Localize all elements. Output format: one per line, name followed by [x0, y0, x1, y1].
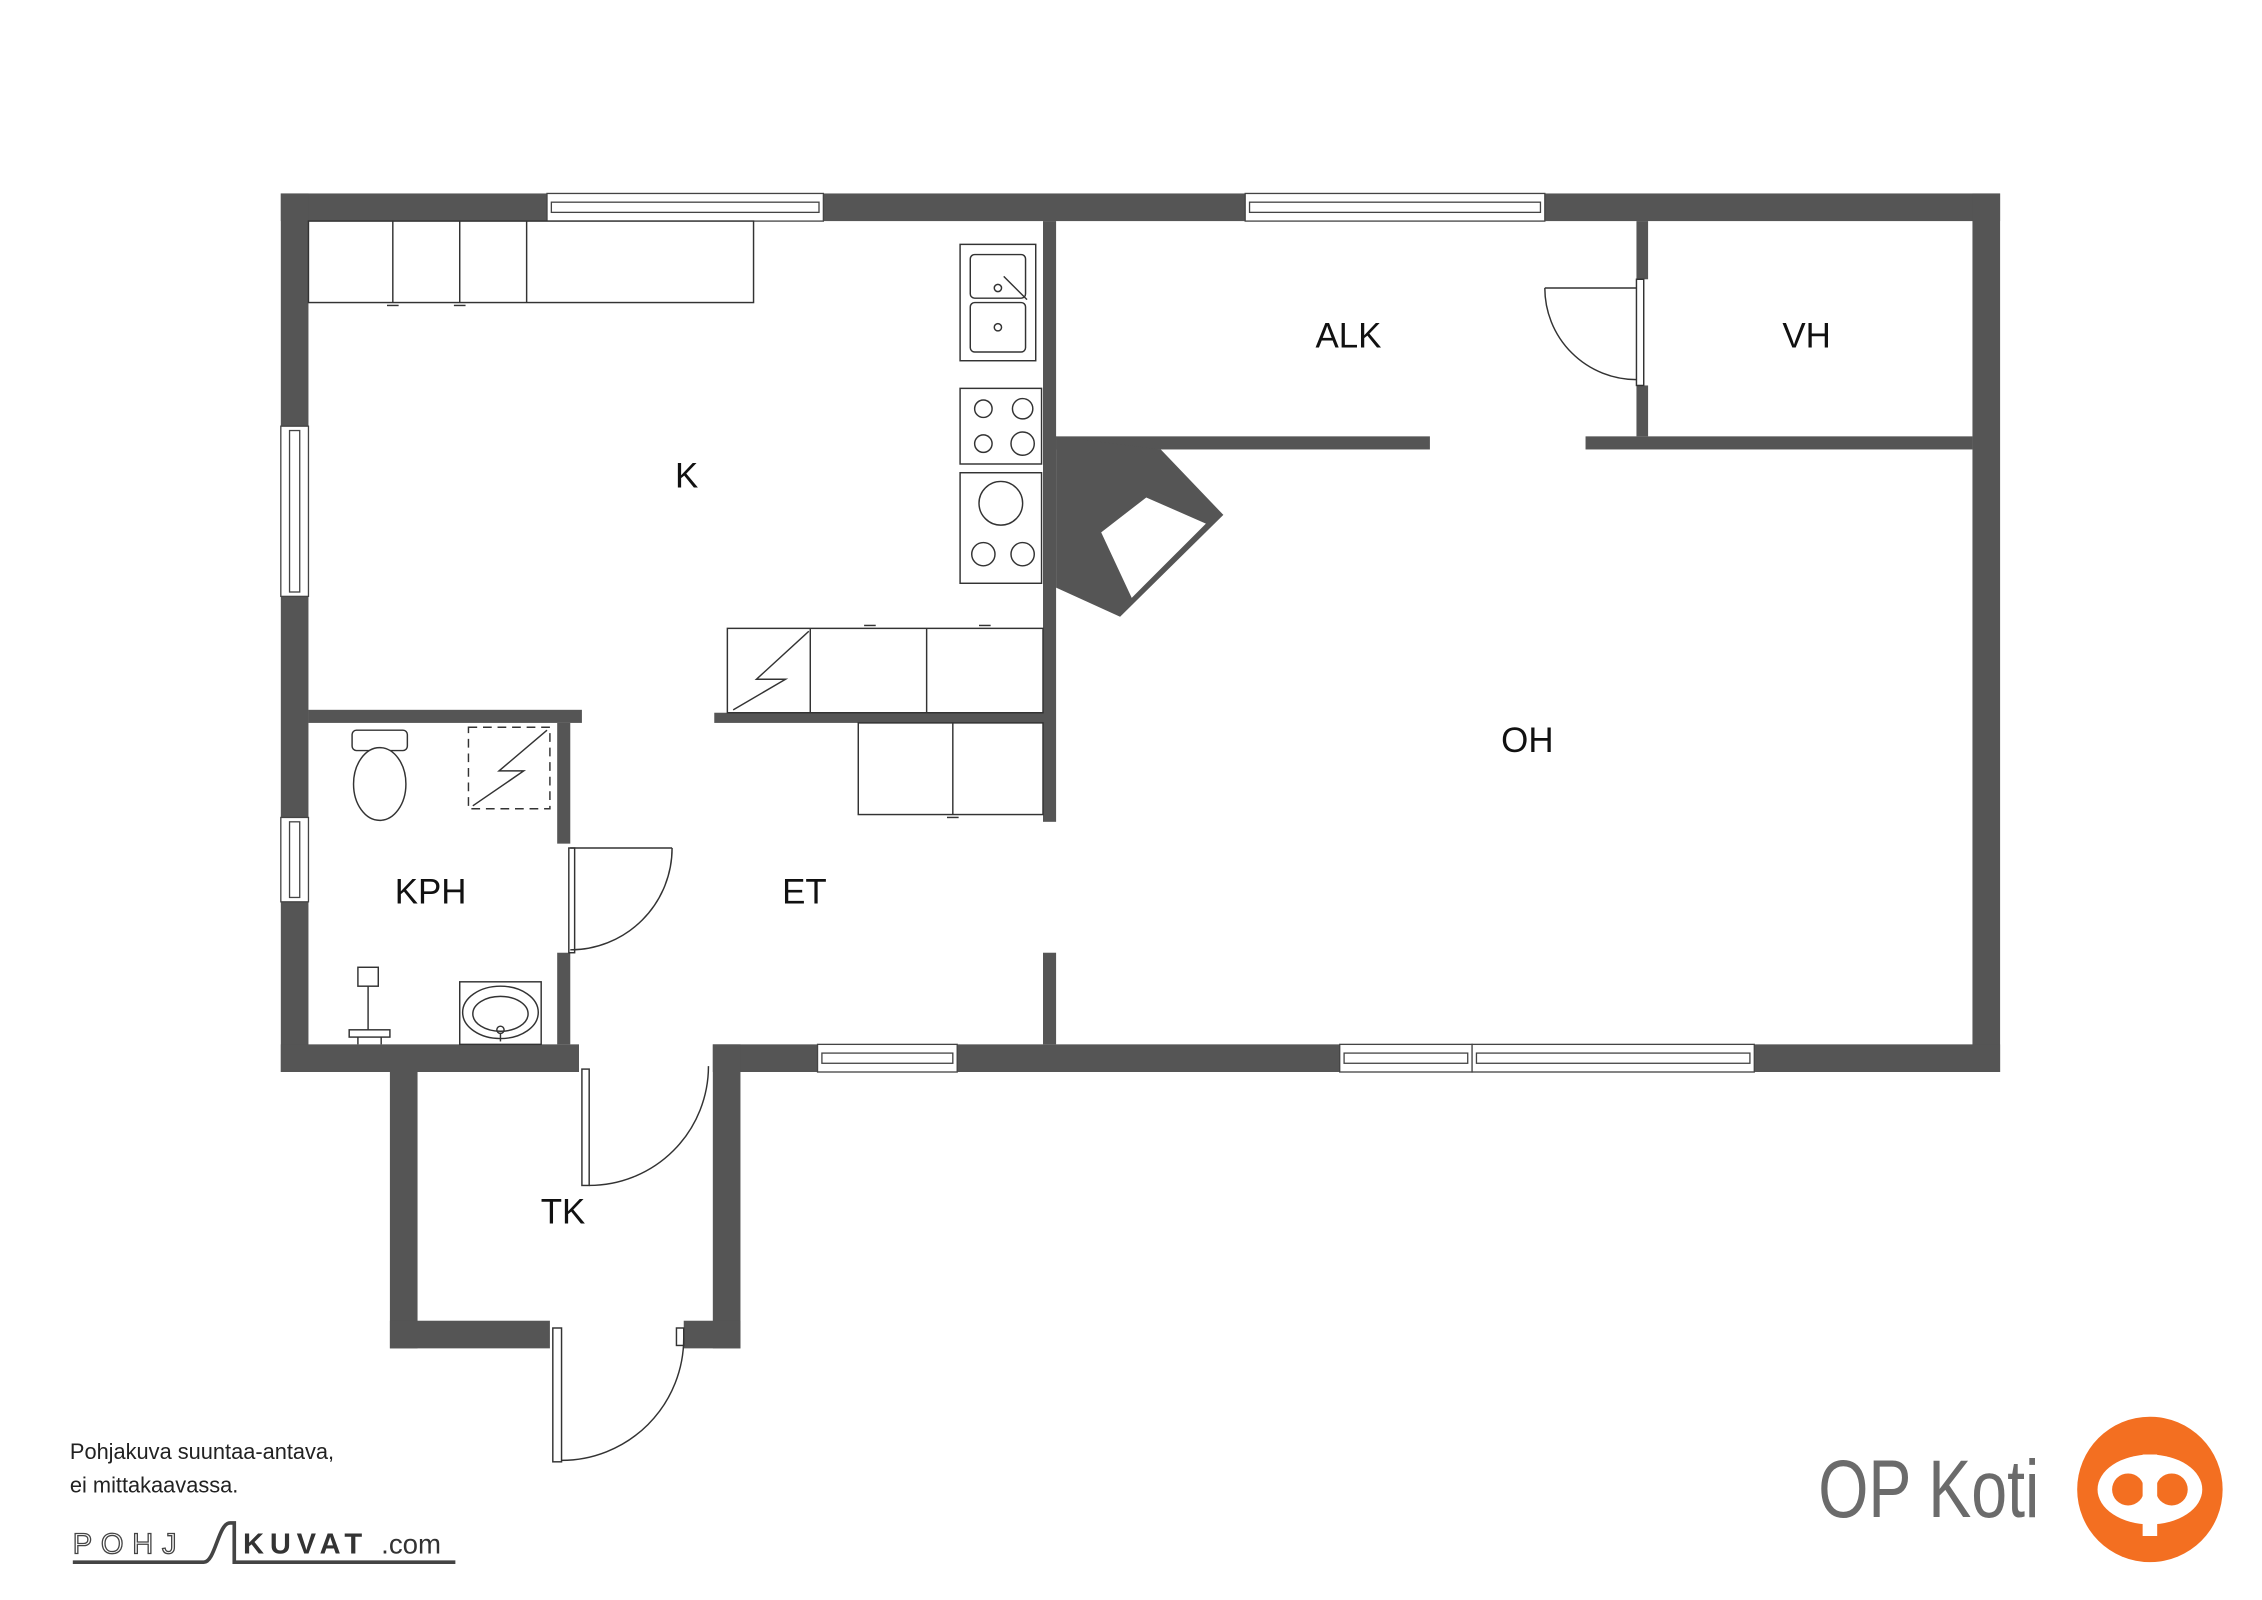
room-label-alk: ALK — [1315, 317, 1381, 356]
wall-tk-bottom-right — [683, 1320, 741, 1349]
logo-text-pohj: POHJ — [73, 1528, 185, 1560]
sink-icon — [459, 981, 542, 1046]
op-koti-brand: OP Koti — [1818, 1416, 2223, 1563]
fireplace-icon — [1056, 436, 1224, 617]
wall-kitchen-alk-upper — [1043, 221, 1057, 822]
wall-kitchen-alk-lower — [1043, 952, 1057, 1045]
wall-vh-left-lower — [1636, 385, 1649, 437]
disclaimer-note: Pohjakuva suuntaa-antava, ei mittakaavas… — [70, 1439, 334, 1497]
op-logo-icon — [2077, 1416, 2223, 1563]
wall-vh-left-upper — [1636, 221, 1649, 280]
door-swing-icon — [1544, 278, 1645, 387]
toilet-icon — [351, 729, 409, 822]
room-label-oh: OH — [1501, 721, 1553, 760]
oven-icon — [959, 472, 1043, 584]
fireplace-firebox — [1101, 497, 1206, 598]
note-line-1: Pohjakuva suuntaa-antava, — [70, 1439, 334, 1464]
room-label-k: K — [675, 456, 698, 495]
wall-kph-right-upper — [557, 722, 571, 844]
wall-alk-bottom-left — [1056, 436, 1430, 450]
appliance-icon — [732, 630, 810, 711]
pohjakuvat-logo: POHJ KUVAT .com — [72, 1521, 456, 1564]
wall-exterior-right — [1972, 193, 2001, 1073]
counter-top-wall — [307, 220, 755, 307]
wall-alk-bottom-right — [1585, 436, 1973, 450]
window-icon — [1339, 1043, 1473, 1073]
logo-text-com: .com — [381, 1528, 441, 1559]
exterior-walls — [280, 193, 2001, 1349]
wall-tk-right — [712, 1044, 741, 1349]
wall-exterior-top — [280, 193, 2001, 222]
room-label-vh: VH — [1782, 317, 1830, 356]
wall-exterior-left — [280, 193, 309, 1073]
window-icon — [816, 1043, 958, 1073]
door-swing-icon — [568, 847, 673, 954]
room-labels: K ALK VH OH KPH ET TK — [395, 317, 1831, 1232]
window-icon — [1471, 1043, 1755, 1073]
door-swing-icon — [552, 1327, 685, 1463]
note-line-2: ei mittakaavassa. — [70, 1472, 238, 1497]
brand-name: OP Koti — [1818, 1444, 2039, 1535]
wall-counter-divider — [714, 712, 1043, 723]
kitchen-fixtures — [307, 220, 1044, 819]
room-label-et: ET — [782, 872, 827, 911]
bathroom-fixtures — [348, 726, 551, 1046]
room-label-kph: KPH — [395, 872, 467, 911]
stove-icon — [959, 387, 1043, 465]
window-icon — [546, 192, 825, 222]
windows — [280, 192, 1755, 1073]
doors — [552, 278, 1645, 1463]
shower-icon — [348, 966, 391, 1045]
wall-tk-left — [389, 1072, 418, 1349]
window-icon — [1244, 192, 1546, 222]
counter-middle — [726, 624, 1044, 714]
wall-tk-bottom-left — [389, 1320, 550, 1349]
door-swing-icon — [581, 1066, 710, 1187]
wall-kph-top — [308, 709, 582, 723]
water-heater-icon — [467, 726, 551, 810]
wall-exterior-bottom-left — [280, 1044, 579, 1072]
window-icon — [280, 425, 310, 598]
room-label-tk: TK — [541, 1192, 586, 1231]
interior-walls — [308, 221, 1973, 1045]
logo-text-kuvat: KUVAT — [243, 1528, 368, 1560]
window-icon — [280, 816, 310, 903]
logo-roof-icon — [72, 1521, 456, 1564]
counter-lower — [857, 722, 1044, 819]
wall-kph-right-lower — [557, 952, 571, 1045]
sink-icon — [959, 243, 1037, 362]
